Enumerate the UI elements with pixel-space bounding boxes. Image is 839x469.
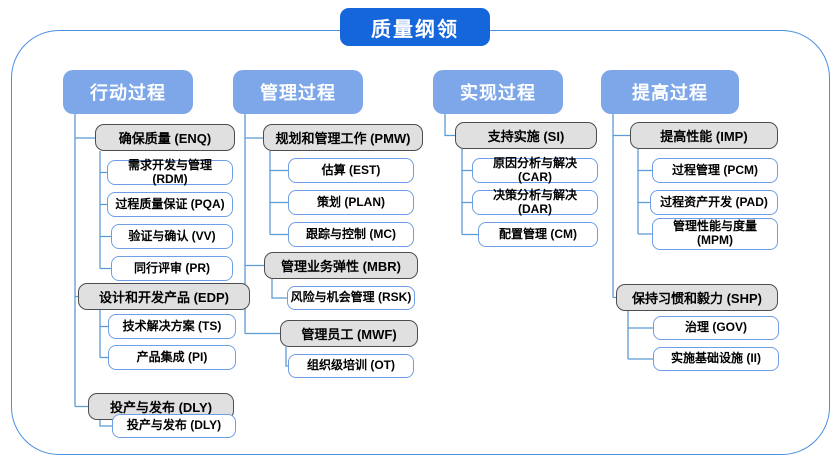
item-box-dly: 投产与发布 (DLY) <box>112 414 236 438</box>
item-box-ts: 技术解决方案 (TS) <box>108 314 236 339</box>
item-box-car: 原因分析与解决 (CAR) <box>472 156 598 183</box>
item-box-pqa: 过程质量保证 (PQA) <box>107 192 233 217</box>
group-box-shp: 保持习惯和毅力 (SHP) <box>616 284 778 311</box>
group-box-edp: 设计和开发产品 (EDP) <box>78 283 250 310</box>
group-box-si: 支持实施 (SI) <box>455 122 597 149</box>
item-box-cm: 配置管理 (CM) <box>478 222 598 247</box>
item-box-est: 估算 (EST) <box>288 158 414 183</box>
diagram-title: 质量纲领 <box>340 8 490 46</box>
item-box-pr: 同行评审 (PR) <box>111 256 233 281</box>
item-box-pi: 产品集成 (PI) <box>108 345 236 370</box>
column-header-realization-process: 实现过程 <box>433 70 563 114</box>
column-header-management-process: 管理过程 <box>233 70 363 114</box>
group-box-pmw: 规划和管理工作 (PMW) <box>263 124 423 151</box>
group-box-mbr: 管理业务弹性 (MBR) <box>264 252 418 279</box>
column-header-action-process: 行动过程 <box>63 70 193 114</box>
column-header-improvement-process: 提高过程 <box>601 70 739 114</box>
item-box-pad: 过程资产开发 (PAD) <box>650 190 778 215</box>
group-box-imp: 提高性能 (IMP) <box>630 122 778 149</box>
group-box-mwf: 管理员工 (MWF) <box>280 320 418 347</box>
item-box-dar: 决策分析与解决 (DAR) <box>472 188 598 215</box>
group-box-enq: 确保质量 (ENQ) <box>95 124 235 151</box>
item-box-vv: 验证与确认 (VV) <box>111 224 233 249</box>
item-box-mc: 跟踪与控制 (MC) <box>288 222 414 247</box>
item-box-gov: 治理 (GOV) <box>653 316 779 340</box>
item-box-rsk: 风险与机会管理 (RSK) <box>287 286 415 310</box>
item-box-ii: 实施基础设施 (II) <box>653 347 779 371</box>
item-box-mpm: 管理性能与度量 (MPM) <box>652 218 778 250</box>
item-box-ot: 组织级培训 (OT) <box>288 354 414 378</box>
item-box-plan: 策划 (PLAN) <box>288 190 414 215</box>
item-box-pcm: 过程管理 (PCM) <box>652 158 778 183</box>
item-box-rdm: 需求开发与管理 (RDM) <box>107 158 233 185</box>
